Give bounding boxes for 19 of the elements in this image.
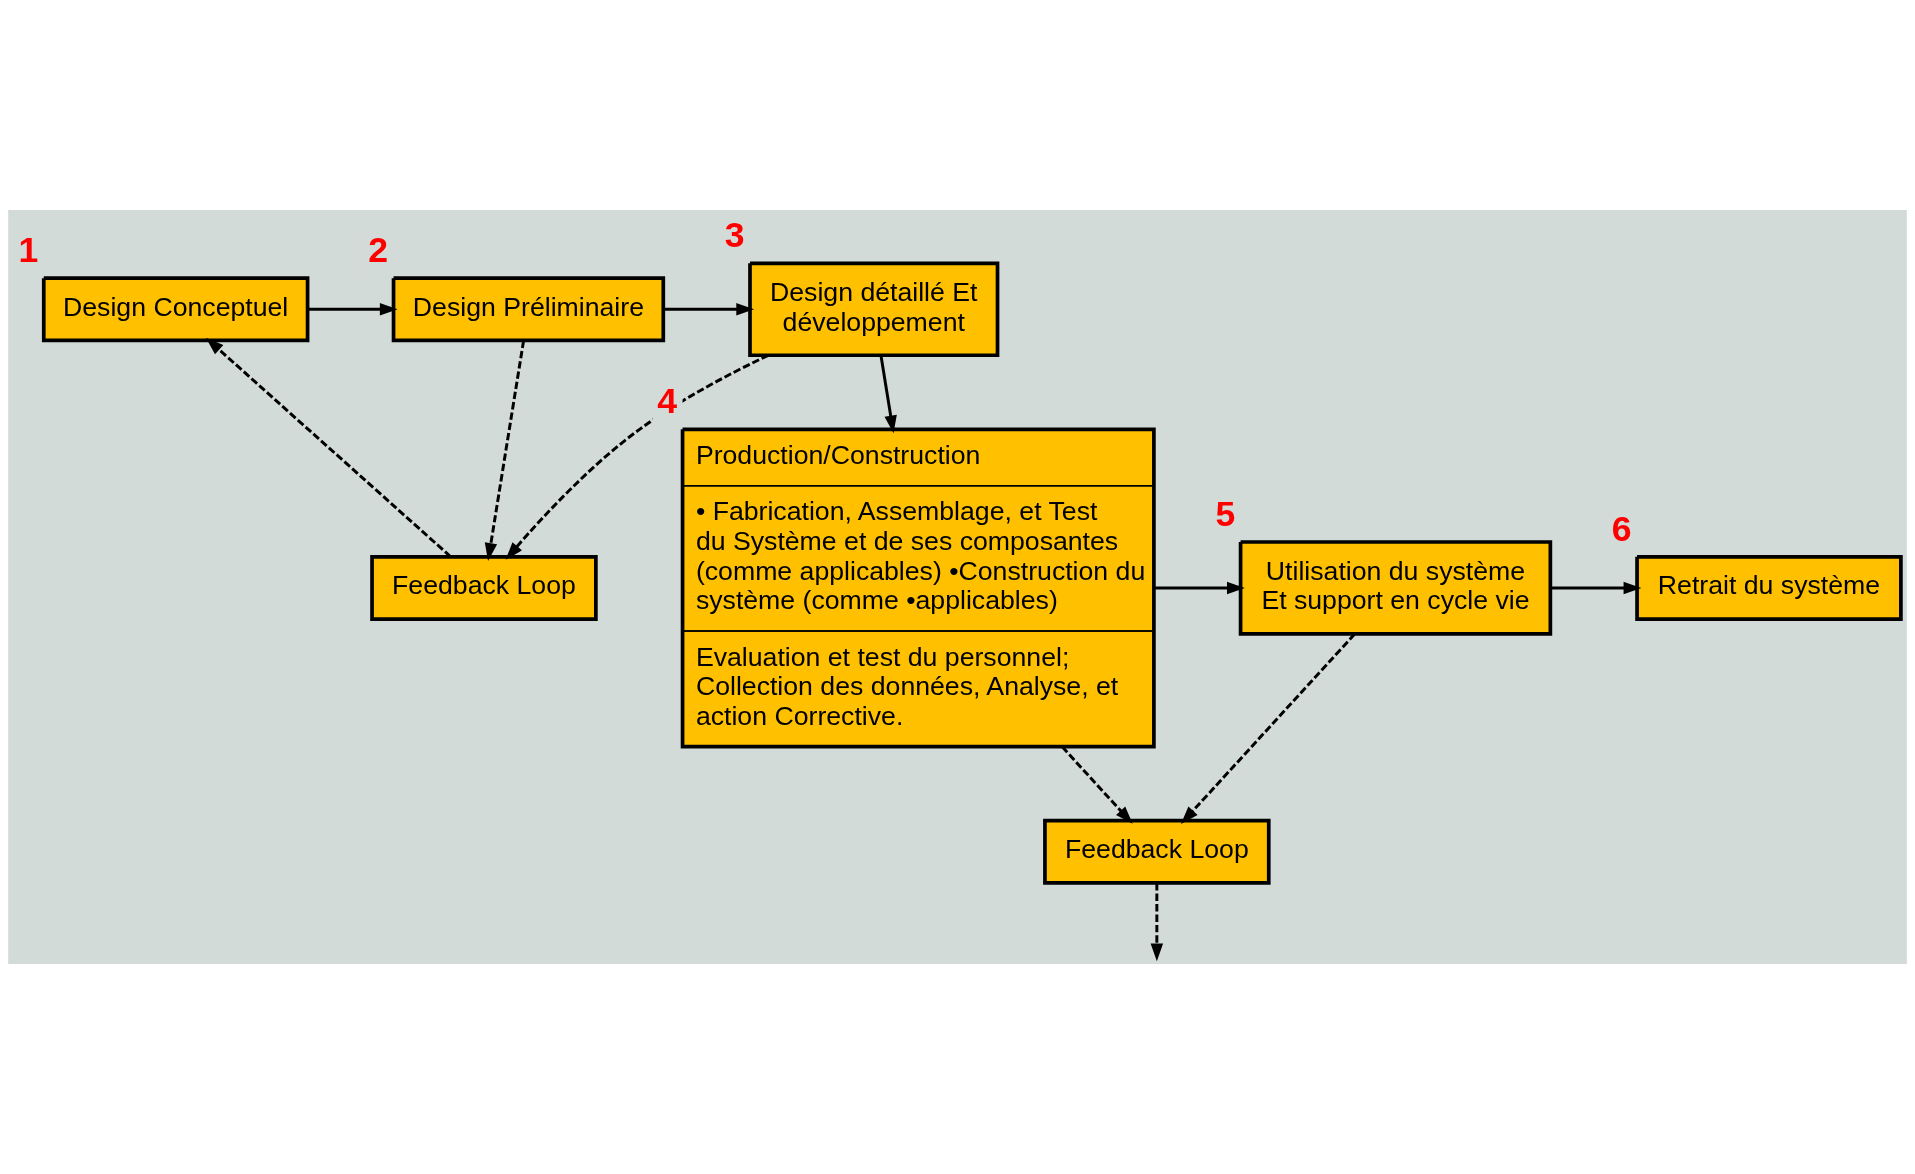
arrow xyxy=(879,355,897,434)
arrow xyxy=(307,303,398,316)
arrow xyxy=(1180,633,1356,824)
arrow xyxy=(1550,581,1642,595)
node-label: 1 xyxy=(18,230,39,271)
node-label: 4 xyxy=(657,381,678,422)
node-box: Feedback Loop xyxy=(1043,818,1271,885)
arrow xyxy=(1061,745,1133,824)
node-label: 6 xyxy=(1611,508,1632,549)
arrow xyxy=(663,303,755,316)
arrow xyxy=(505,354,769,560)
arrow xyxy=(1154,581,1245,595)
node-label: 3 xyxy=(724,215,745,256)
arrow xyxy=(484,340,526,561)
node-label: 5 xyxy=(1215,493,1236,534)
node-label: 2 xyxy=(368,230,389,271)
arrow xyxy=(1150,883,1164,962)
arrow xyxy=(205,337,452,558)
node-box: Feedback Loop xyxy=(370,554,598,621)
